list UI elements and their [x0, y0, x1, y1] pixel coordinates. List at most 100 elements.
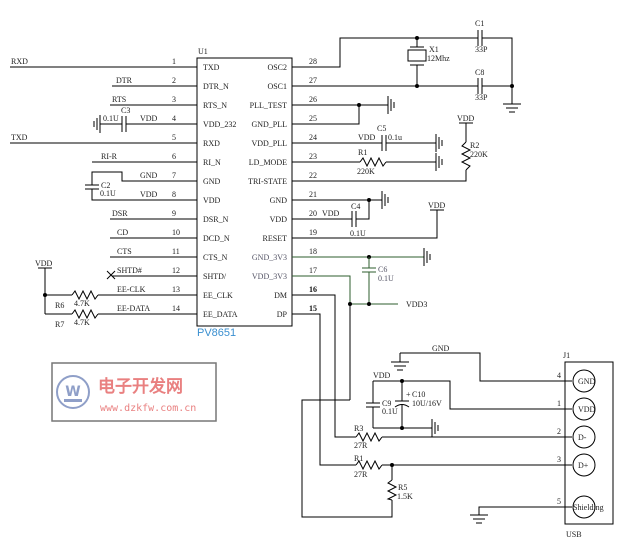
u1-pin-name: RESET	[263, 234, 288, 243]
u1-pin-number: 20	[309, 209, 317, 218]
net-label-vdd-24: VDD	[358, 133, 376, 142]
u1-pin-number: 7	[172, 171, 176, 180]
u1-pin-name: PLL_TEST	[250, 101, 287, 110]
net-label-vdd-8: VDD	[140, 190, 158, 199]
net-label-txd: TXD	[11, 133, 28, 142]
u1-pin-number: 26	[309, 95, 317, 104]
u1-pin-number: 16	[309, 285, 317, 294]
c10-plate2	[394, 404, 410, 408]
u1-pin-name: EE_CLK	[203, 291, 233, 300]
u1-pin-name: GND_PLL	[251, 120, 287, 129]
r4-ref: R1	[354, 454, 363, 463]
u1-pin-name: GND	[270, 196, 288, 205]
watermark-url: www.dzkfw.com.cn	[100, 403, 196, 414]
u1-pin-number: 21	[309, 190, 317, 199]
u1-pin-number: 10	[172, 228, 180, 237]
u1-pin-number: 8	[172, 190, 176, 199]
usb-pin-name: D-	[578, 433, 587, 442]
wire-c2-loop	[91, 171, 197, 201]
r5-ref: R5	[398, 483, 407, 492]
vdd-label-reset: VDD	[428, 201, 446, 210]
c6-value: 0.1U	[378, 274, 394, 283]
u1-pin-name: GND_3V3	[252, 253, 287, 262]
r5-body	[386, 479, 398, 501]
u1-left-pins: 1TXD2DTR_N3RTS_N4VDD_2325RXD6RI_N7GND8VD…	[172, 57, 238, 319]
watermark-frame	[51, 362, 217, 422]
net-label-ee-data: EE-DATA	[117, 304, 150, 313]
net-label-cd: CD	[117, 228, 128, 237]
u1-pin-name: VDD_232	[203, 120, 236, 129]
c2-gap	[85, 185, 99, 189]
c10-polarity: +	[406, 390, 411, 399]
wire-shield-gnd	[478, 506, 560, 515]
u1-pin-number: 15	[309, 304, 317, 313]
wire-osc2	[292, 37, 468, 68]
c2-value: 0.1U	[100, 189, 116, 198]
c10-value: 10U/16V	[412, 399, 442, 408]
u1-pin-name: CTS_N	[203, 253, 228, 262]
u1-body	[196, 57, 293, 327]
usb-pin-circle	[572, 425, 596, 449]
u1-pin-number: 2	[172, 76, 176, 85]
net-label-rxd: RXD	[11, 57, 28, 66]
net-label-vdd-4: VDD	[140, 114, 158, 123]
x1-crystal	[407, 49, 427, 62]
u1-pin-name: LD_MODE	[249, 158, 287, 167]
r4-body	[355, 459, 383, 471]
r6-body	[71, 289, 99, 301]
wire-vdd-3v3	[292, 275, 351, 304]
u1-pin-name: RXD	[203, 139, 220, 148]
u1-pin-name: VDD_3V3	[252, 272, 287, 281]
j1-ref: J1	[563, 351, 570, 360]
r5-value: 1.5K	[397, 492, 413, 501]
u1-pin-number: 14	[172, 304, 180, 313]
c6-ref: C6	[378, 265, 387, 274]
u1-pin-number: 3	[172, 95, 176, 104]
net-label-dtr: DTR	[116, 76, 133, 85]
u1-pin-number: 6	[172, 152, 176, 161]
u1-right-pins: 28OSC227OSC126PLL_TEST25GND_PLL24VDD_PLL…	[248, 57, 317, 319]
no-connect-x2	[106, 270, 116, 280]
vdd-label-r2: VDD	[457, 114, 475, 123]
u1-pin-number: 4	[172, 114, 176, 123]
watermark-logo-bar	[64, 399, 82, 402]
wire-gnd-usb	[400, 352, 560, 382]
u1-pin-name: VDD	[203, 196, 221, 205]
u1-pin-number: 11	[172, 247, 180, 256]
vdd-label-usb: VDD	[373, 371, 391, 380]
net-label-vdd3: VDD3	[406, 300, 427, 309]
r3-body	[355, 431, 383, 443]
u1-pin-name: VDD_PLL	[251, 139, 287, 148]
usb-pin-number: 5	[557, 497, 561, 506]
c1-ref: C1	[475, 19, 484, 28]
r6-value: 4.7K	[74, 299, 90, 308]
wire-gnd-pll	[292, 105, 360, 125]
c8-value: 33P	[475, 93, 488, 102]
net-label-rts: RTS	[112, 95, 126, 104]
watermark-title: 电子开发网	[98, 376, 183, 397]
wire-reset	[292, 210, 438, 239]
u1-pin-name: TXD	[203, 63, 220, 72]
r3-ref: R3	[354, 424, 363, 433]
usb-pin-name: VDD	[578, 405, 596, 414]
wire-tri-state	[292, 170, 467, 182]
usb-pin-name: D+	[578, 461, 589, 470]
usb-pin-circle	[572, 495, 596, 519]
u1-pin-number: 24	[309, 133, 317, 142]
net-label-gnd-7: GND	[140, 171, 158, 180]
watermark: W 电子开发网 www.dzkfw.com.cn	[51, 362, 217, 422]
r1-ref: R1	[358, 148, 367, 157]
watermark-logo-circle	[56, 375, 90, 409]
u1-part-label: PV8651	[197, 327, 236, 339]
wire-vdd-usb	[373, 380, 560, 410]
r7-body	[71, 308, 99, 320]
wire-dm	[292, 294, 356, 438]
u1-pin-number: 12	[172, 266, 180, 275]
c10-ref: C10	[412, 390, 425, 399]
watermark-logo-letter: W	[65, 384, 80, 400]
u1-pin-name: RTS_N	[203, 101, 227, 110]
net-label-ri: RI-R	[101, 152, 118, 161]
u1-pin-number: 18	[309, 247, 317, 256]
u1-pin-number: 22	[309, 171, 317, 180]
